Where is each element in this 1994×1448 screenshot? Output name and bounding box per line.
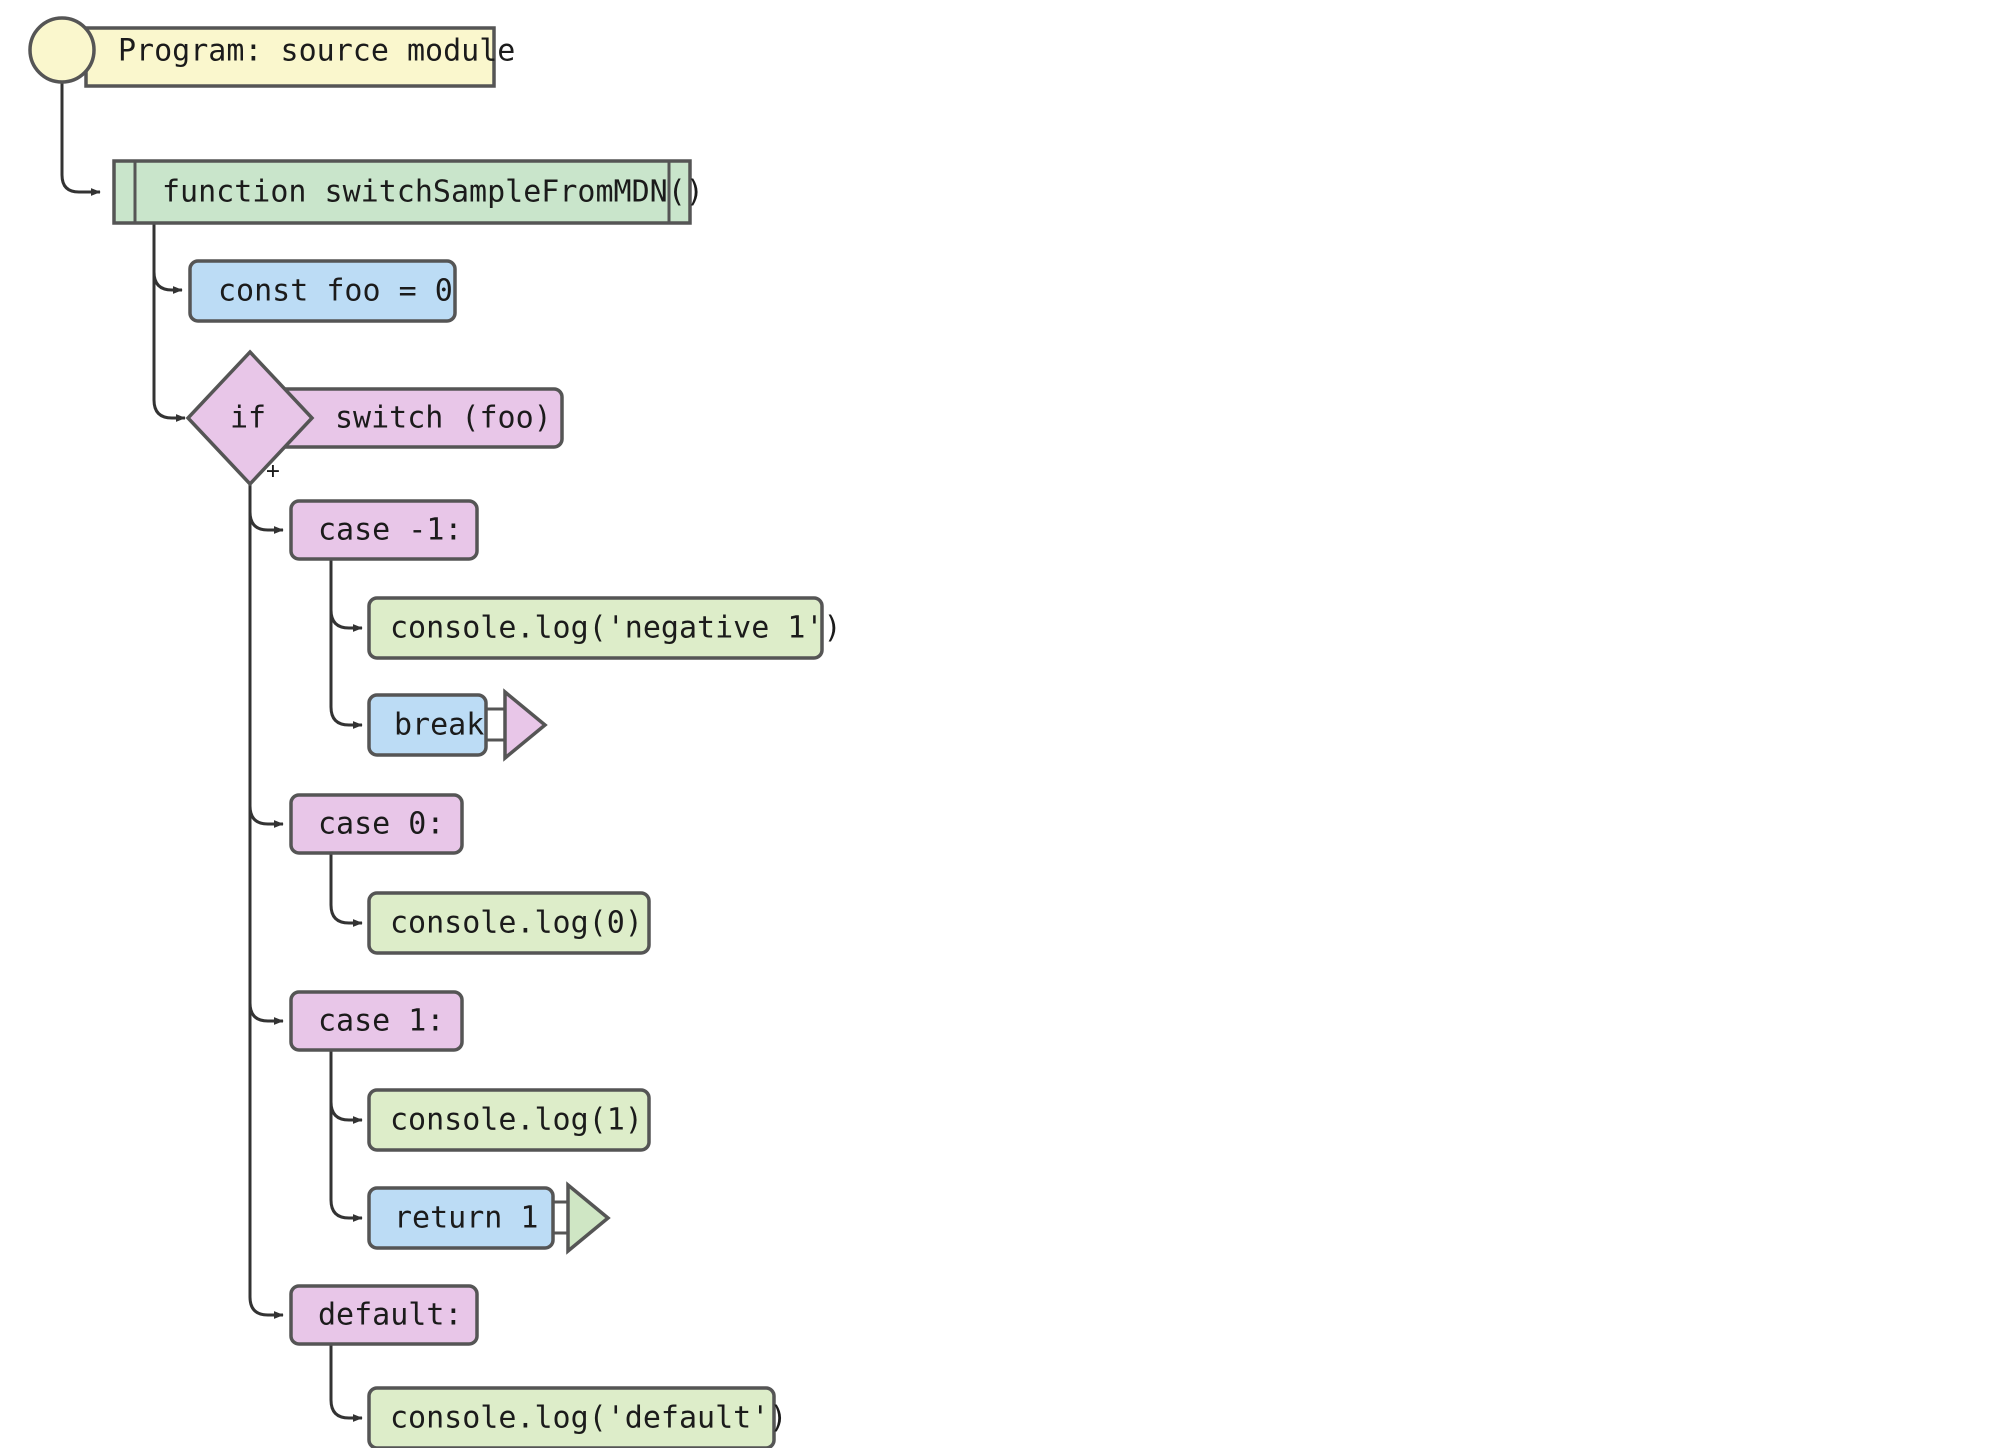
log-0-body [367, 891, 651, 955]
return-1-label: return 1 [394, 1201, 539, 1236]
node-return-1[interactable]: return 1 [367, 1181, 611, 1255]
node-case-1[interactable]: case 1: [289, 990, 464, 1052]
edge-if-to-case-0 [248, 805, 284, 828]
log-negative-1-body [367, 596, 824, 660]
log-default-body [367, 1386, 776, 1448]
if-diamond-label: if [230, 401, 266, 436]
program-label: Program: source module [118, 34, 515, 69]
node-switch-foo[interactable]: switch (foo) [238, 387, 564, 449]
case-1-body [289, 990, 464, 1052]
edge-case-0-to-log [329, 852, 363, 927]
node-default[interactable]: default: [289, 1284, 479, 1346]
node-if-diamond[interactable]: if [185, 349, 315, 487]
edge-switch-trunk [248, 466, 284, 1319]
edge-layer [60, 78, 363, 1422]
case-neg1-body [289, 499, 479, 561]
edge-case-1-to-return [329, 1049, 363, 1222]
node-program[interactable]: Program: source module [28, 16, 515, 88]
function-label: function switchSampleFromMDN() [162, 175, 704, 210]
const-foo-body [188, 259, 457, 323]
break-body [367, 693, 488, 757]
break-label: break [394, 708, 484, 743]
node-log-1[interactable]: console.log(1) [367, 1088, 651, 1152]
return-1-body [367, 1186, 555, 1250]
log-1-label: console.log(1) [390, 1103, 643, 1138]
log-negative-1-label: console.log('negative 1') [390, 611, 842, 646]
log-default-label: console.log('default') [390, 1401, 787, 1436]
edge-if-to-case-1 [248, 1002, 284, 1025]
node-case-neg1[interactable]: case -1: [289, 499, 479, 561]
node-break[interactable]: break [367, 688, 548, 762]
log-0-label: console.log(0) [390, 906, 643, 941]
function-body [112, 159, 692, 225]
edge-default-to-log [329, 1343, 363, 1422]
node-case-0[interactable]: case 0: [289, 793, 464, 855]
switch-foo-label: switch (foo) [335, 401, 552, 436]
node-log-negative-1[interactable]: console.log('negative 1') [367, 596, 842, 660]
switch-branch-label: + [266, 459, 280, 485]
break-exit-triangle-icon [503, 688, 548, 762]
program-body [84, 26, 496, 88]
edge-function-to-if [152, 223, 186, 422]
case-0-body [289, 793, 464, 855]
const-foo-label: const foo = 0 [218, 274, 453, 309]
node-function[interactable]: function switchSampleFromMDN() [112, 159, 704, 225]
default-body [289, 1284, 479, 1346]
node-log-0[interactable]: console.log(0) [367, 891, 651, 955]
case-0-label: case 0: [318, 807, 444, 842]
if-diamond-body [185, 349, 315, 487]
edge-program-to-function [60, 78, 101, 196]
case-neg1-label: case -1: [318, 513, 463, 548]
node-const-foo[interactable]: const foo = 0 [188, 259, 457, 323]
edge-if-to-case-neg1 [248, 511, 284, 534]
program-entry-circle [28, 16, 96, 84]
edge-function-to-const-foo [152, 223, 183, 294]
case-1-label: case 1: [318, 1004, 444, 1039]
edge-case-neg1-to-log [329, 558, 363, 632]
edge-case-1-to-log [329, 1049, 363, 1124]
default-label: default: [318, 1298, 463, 1333]
edge-case-neg1-to-break [329, 558, 363, 729]
log-1-body [367, 1088, 651, 1152]
return-exit-triangle-icon [566, 1181, 611, 1255]
node-log-default[interactable]: console.log('default') [367, 1386, 787, 1448]
